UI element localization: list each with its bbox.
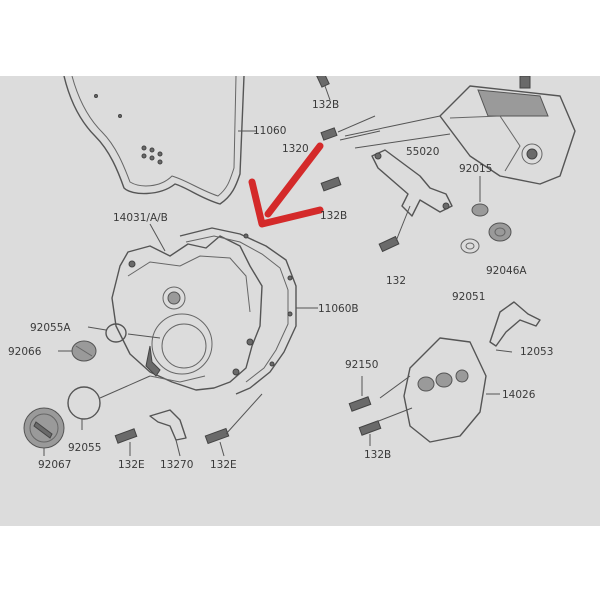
crankcase-cover-14031: [111, 235, 263, 391]
label-132b-top: 132B: [312, 99, 339, 111]
label-13270: 13270: [160, 459, 193, 471]
label-11060b: 11060B: [318, 303, 359, 315]
label-55020: 55020: [406, 146, 439, 158]
label-132b-mid: 132B: [320, 210, 347, 222]
plug-92066: [58, 340, 97, 362]
label-92066: 92066: [8, 346, 42, 358]
label-92015: 92015: [459, 163, 492, 175]
label-92055a: 92055A: [30, 322, 71, 334]
lever-12053: [489, 301, 541, 353]
label-132: 132: [386, 275, 406, 287]
bolt-132b-mid: [320, 176, 342, 192]
label-132b-bottom: 132B: [364, 449, 391, 461]
o-ring-92055: [67, 386, 101, 430]
bracket-55020: [371, 149, 453, 217]
bolt-92150: [348, 376, 372, 412]
exploded-view-diagram: 11060 132B 1320 55020 92015 132B 14031/A…: [8, 76, 576, 471]
label-92055: 92055: [68, 442, 101, 454]
bolt-132b-top: [316, 76, 331, 101]
gasket-11060b: [179, 227, 297, 395]
washer-92051: [460, 238, 480, 254]
sprocket-cover-14026: [403, 337, 500, 443]
parts-diagram-sheet: 11060 132B 1320 55020 92015 132B 14031/A…: [0, 76, 600, 526]
red-arrow-icon: [248, 142, 324, 228]
label-12053: 12053: [520, 346, 553, 358]
bushing-92015: [471, 176, 489, 217]
bolt-1320: [320, 115, 381, 141]
bracket-13270: [149, 409, 187, 457]
label-92051: 92051: [452, 291, 485, 303]
seal-92046a: [488, 222, 512, 242]
bolt-132: [378, 205, 411, 253]
label-92150: 92150: [345, 359, 378, 371]
gasket-11060: [63, 76, 245, 205]
label-14026: 14026: [502, 389, 536, 401]
label-14031: 14031/A/B: [113, 212, 168, 224]
o-ring-92055a: [87, 323, 127, 343]
bolt-132e-left: [114, 428, 138, 456]
label-11060: 11060: [253, 125, 286, 137]
upper-cover-assembly: [439, 76, 576, 185]
label-1320: 1320: [282, 143, 309, 155]
label-92046a: 92046A: [486, 265, 527, 277]
label-132e-right: 132E: [210, 459, 237, 471]
label-92067: 92067: [38, 459, 71, 471]
label-132e-left: 132E: [118, 459, 145, 471]
bolt-132e-right: [204, 427, 230, 457]
cap-92067: [23, 407, 65, 456]
bolt-132b-bottom: [358, 407, 413, 446]
